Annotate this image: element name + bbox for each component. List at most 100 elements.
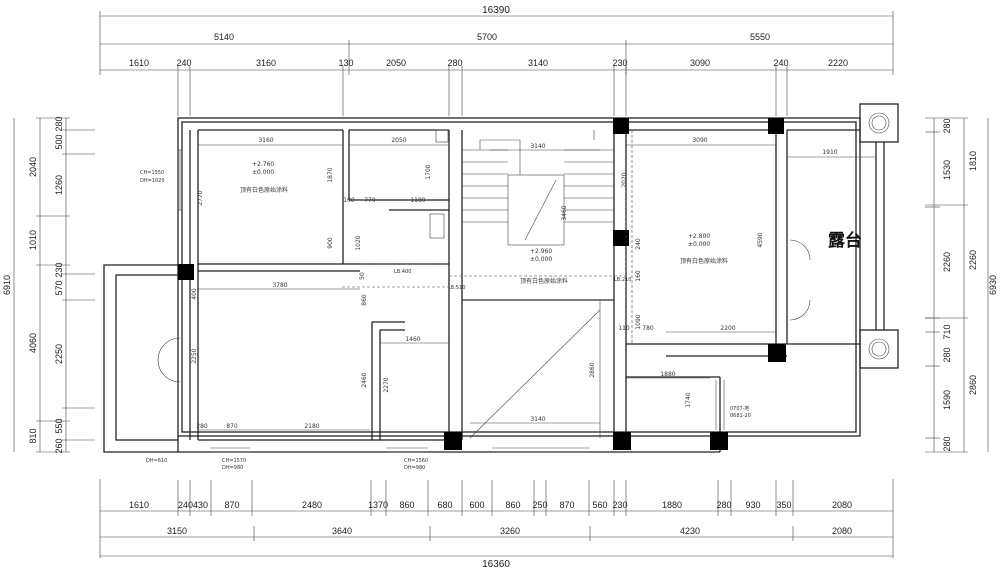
left-outer-2: 4060	[28, 333, 38, 353]
right-outer-2: 2860	[968, 375, 978, 395]
left-inner-3: 230	[54, 262, 64, 277]
dh-980b: DH=980	[404, 465, 425, 471]
lb-400: LB:400	[394, 269, 411, 275]
left-inner-2: 1260	[54, 175, 64, 195]
top-row2-7: 230	[612, 58, 627, 68]
dim-4590: 4590	[757, 232, 764, 247]
right-inner-1: 1530	[942, 160, 952, 180]
walls	[103, 103, 899, 453]
dim-1180: 1180	[410, 197, 425, 204]
left-inner-7: 260	[54, 438, 64, 453]
windows	[178, 149, 725, 453]
bottom-row2-1: 3640	[332, 526, 352, 536]
dim-860: 860	[361, 294, 368, 306]
lb-210: LB:210	[614, 277, 631, 283]
dim-780: 780	[642, 325, 654, 332]
room3-elev1: +2.800	[688, 233, 710, 240]
dim-1870: 1870	[327, 167, 334, 182]
top-row2-5: 280	[447, 58, 462, 68]
dim-2050: 2050	[391, 137, 406, 144]
bottom-row2-3: 4230	[680, 526, 700, 536]
room3-elev2: ±0.000	[688, 241, 710, 248]
dim-2860: 2860	[589, 362, 596, 377]
dim-280: 280	[196, 423, 208, 430]
bottom-row2-2: 3260	[500, 526, 520, 536]
top-row2-9: 240	[773, 58, 788, 68]
bottom-row1-14: 280	[716, 500, 731, 510]
right-dimension-chains: 6930 1810 2260 2860 280 1530 2260 280 71…	[925, 117, 998, 453]
room1-ceiling: 顶有白色原始涂料	[240, 186, 288, 194]
top-row1-1: 5700	[477, 32, 497, 42]
top-row2-8: 3090	[690, 58, 710, 68]
left-inner-6: 550	[54, 418, 64, 433]
bottom-row1-12: 230	[612, 500, 627, 510]
right-outer-1: 2260	[968, 250, 978, 270]
balcony-label: 露台	[828, 230, 862, 251]
bottom-row1-5: 860	[399, 500, 414, 510]
dim-100: 100	[343, 197, 355, 204]
dim-2200: 2200	[720, 325, 735, 332]
left-outer-3: 810	[28, 428, 38, 443]
structural-columns	[178, 118, 786, 450]
left-inner-4: 570	[54, 280, 64, 295]
room2-elev1: +2.960	[530, 248, 552, 255]
dim-2250: 2250	[191, 348, 198, 363]
left-dimension-chains: 6910 2040 1010 4060 810 500 280 1260 230…	[2, 116, 95, 454]
ch-1550: CH=1550	[140, 170, 164, 176]
dh-980: DH=980	[222, 465, 243, 471]
top-row1-0: 5140	[214, 32, 234, 42]
dim-1460: 1460	[405, 336, 420, 343]
dim-3160: 3160	[258, 137, 273, 144]
bottom-row2-4: 2080	[832, 526, 852, 536]
top-row1-2: 5550	[750, 32, 770, 42]
bottom-row1-2: 870	[224, 500, 239, 510]
d-0681: 0681-20	[730, 413, 751, 419]
left-inner-0: 500	[54, 134, 64, 149]
dim-110: 110	[618, 325, 630, 332]
lb-510: LB:510	[448, 285, 465, 291]
left-outer-0: 2040	[28, 157, 38, 177]
bottom-row1-7: 600	[469, 500, 484, 510]
top-row2-0: 1610	[129, 58, 149, 68]
bottom-row1-9: 250	[532, 500, 547, 510]
dim-1910: 1910	[822, 149, 837, 156]
dim-3140b: 3140	[530, 416, 545, 423]
right-outer-0: 1810	[968, 151, 978, 171]
bottom-row1-16: 350	[776, 500, 791, 510]
dim-3460: 3460	[561, 205, 568, 220]
right-total: 6930	[988, 275, 998, 295]
dim-1880: 1880	[660, 371, 675, 378]
bottom-row1-8: 860	[505, 500, 520, 510]
dim-1020: 1020	[355, 235, 362, 250]
room1-elev2: ±0.000	[252, 169, 274, 176]
dim-160: 160	[635, 270, 642, 282]
top-row2-2: 3160	[256, 58, 276, 68]
top-row2-10: 2220	[828, 58, 848, 68]
top-row2-3: 130	[338, 58, 353, 68]
bottom-row1-6: 680	[437, 500, 452, 510]
top-row2-6: 3140	[528, 58, 548, 68]
bottom-row1-15: 930	[745, 500, 760, 510]
top-dimension-chains: 16390 5140 5700 5550 1610 240 3160 130 2…	[99, 5, 894, 116]
dim-900: 900	[327, 237, 334, 249]
dim-50: 50	[359, 272, 366, 280]
top-row2-4: 2050	[386, 58, 406, 68]
d-0707: 0707-地	[730, 405, 750, 412]
dh-1020: DH=1020	[140, 178, 165, 184]
right-inner-6: 280	[942, 436, 952, 451]
ch-1570: CH=1570	[222, 458, 246, 464]
bottom-row1-17: 2080	[832, 500, 852, 510]
dim-2180: 2180	[304, 423, 319, 430]
bottom-total: 16360	[482, 559, 510, 570]
dim-2020: 2020	[621, 172, 628, 187]
room2-ceiling: 顶有白色原始涂料	[520, 277, 568, 285]
dim-2770: 2770	[197, 190, 204, 205]
room1-elev1: +2.760	[252, 161, 274, 168]
left-inner-5: 2250	[54, 344, 64, 364]
dim-3090: 3090	[692, 137, 707, 144]
dim-1700: 1700	[425, 164, 432, 179]
dim-3780: 3780	[272, 282, 287, 289]
bottom-row1-10: 870	[559, 500, 574, 510]
dim-240: 240	[635, 238, 642, 250]
